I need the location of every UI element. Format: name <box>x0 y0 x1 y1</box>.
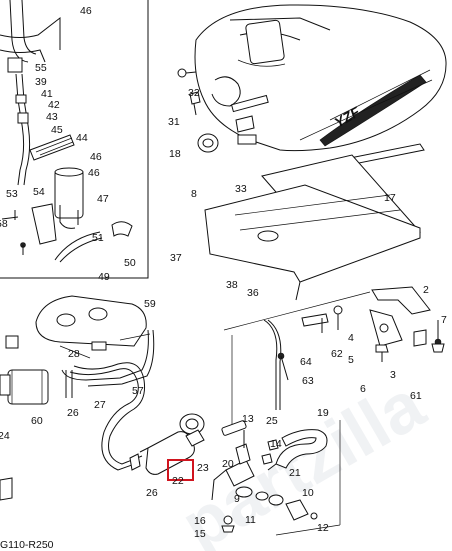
callout-37: 37 <box>170 252 182 264</box>
callout-58: 58 <box>0 218 8 230</box>
callout-33: 33 <box>235 183 247 195</box>
callout-50: 50 <box>124 257 136 269</box>
callout-41: 41 <box>41 88 53 100</box>
callout-22: 22 <box>172 475 184 487</box>
callout-45: 45 <box>51 124 63 136</box>
callout-14: 14 <box>270 438 282 450</box>
callout-60: 60 <box>31 415 43 427</box>
tank-hardware <box>177 68 219 153</box>
callout-12: 12 <box>317 522 329 534</box>
hose-19 <box>267 429 328 471</box>
callout-11: 11 <box>245 514 256 526</box>
callout-32: 32 <box>188 87 200 99</box>
callout-31: 31 <box>168 116 180 128</box>
callout-9: 9 <box>234 493 240 505</box>
hose-clips <box>221 439 279 533</box>
highlight-box-22 <box>167 459 194 481</box>
callout-26: 26 <box>146 487 158 499</box>
throttle-body-assembly <box>35 295 155 398</box>
fuel-tank: YZF <box>194 4 447 167</box>
callout-51: 51 <box>92 232 104 244</box>
callout-20: 20 <box>222 458 234 470</box>
callout-23: 23 <box>197 462 209 474</box>
callout-61: 61 <box>410 390 422 402</box>
callout-18: 18 <box>169 148 181 160</box>
callout-21: 21 <box>289 467 301 479</box>
callout-27: 27 <box>94 399 106 411</box>
callout-17: 17 <box>384 192 396 204</box>
callout-44: 44 <box>76 132 88 144</box>
callout-24: 24 <box>0 430 10 442</box>
callout-46: 46 <box>80 5 92 17</box>
callout-46: 46 <box>88 167 100 179</box>
fuel-cock <box>211 319 318 521</box>
callout-2: 2 <box>423 284 429 296</box>
leader-lines <box>223 291 371 536</box>
callout-8: 8 <box>191 188 197 200</box>
callout-10: 10 <box>302 487 314 499</box>
callout-42: 42 <box>48 99 60 111</box>
callout-36: 36 <box>247 287 259 299</box>
evap-canister-assembly <box>0 0 133 263</box>
sensor-and-pump <box>0 335 49 501</box>
callout-64: 64 <box>300 356 312 368</box>
callout-3: 3 <box>390 369 396 381</box>
heat-shield <box>204 154 421 301</box>
callout-6: 6 <box>360 383 366 395</box>
callout-59: 59 <box>144 298 156 310</box>
diagram-code: G110-R250 <box>0 539 54 551</box>
callout-63: 63 <box>302 375 314 387</box>
callout-labels: 4655394142434544464653544758514950323118… <box>0 5 447 540</box>
callout-19: 19 <box>317 407 329 419</box>
callout-47: 47 <box>97 193 109 205</box>
mount-bracket <box>369 286 445 362</box>
callout-16: 16 <box>194 515 206 527</box>
callout-5: 5 <box>348 354 354 366</box>
callout-62: 62 <box>331 348 343 360</box>
mount-bolts <box>301 305 343 333</box>
fuel-hose <box>69 362 145 471</box>
callout-54: 54 <box>33 186 45 198</box>
fuel-filter-22 <box>139 413 205 475</box>
callout-49: 49 <box>98 271 110 283</box>
callout-46: 46 <box>90 151 102 163</box>
callout-55: 55 <box>35 62 47 74</box>
callout-7: 7 <box>441 314 447 326</box>
callout-26: 26 <box>67 407 79 419</box>
callout-28: 28 <box>68 348 80 360</box>
callout-38: 38 <box>226 279 238 291</box>
callout-39: 39 <box>35 76 47 88</box>
callout-43: 43 <box>46 111 58 123</box>
callout-57: 57 <box>132 385 144 397</box>
callout-4: 4 <box>348 332 354 344</box>
callout-25: 25 <box>266 415 278 427</box>
callout-15: 15 <box>194 528 206 540</box>
watermark-text: partzilla <box>169 365 438 551</box>
callout-13: 13 <box>242 413 254 425</box>
callout-53: 53 <box>6 188 18 200</box>
left-inset-panel <box>0 0 149 279</box>
